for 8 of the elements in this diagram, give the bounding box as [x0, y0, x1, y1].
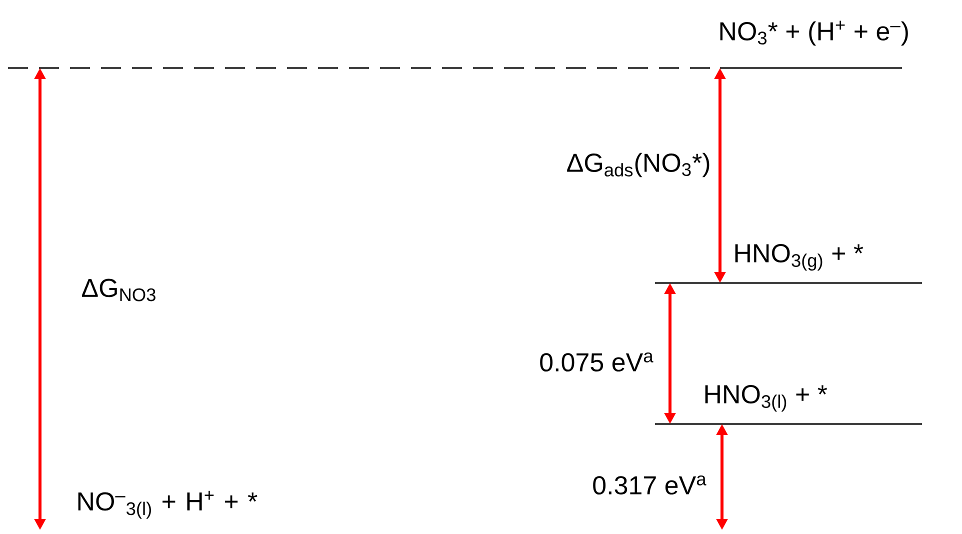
edge-label: 0.075 eV$^{a}$ — [540, 352, 654, 372]
edge-label: ΔG$_{NO3}$ — [82, 278, 156, 302]
energy-level: HNO$_{3(g)}$ + * — [655, 244, 922, 284]
edge-label: ΔG$_{ads}$(NO$_{3}$*) — [567, 152, 710, 178]
energy-level: NO$_{3}$* + (H$^{+}$ + e$^{–}$) — [8, 20, 908, 69]
energy-level: HNO$_{3(l)}$ + * — [655, 385, 922, 425]
energy-level: NO$^{–}$$_{3(l)}$ + H$^{+}$ + * — [78, 490, 258, 519]
edge-label: 0.317 eV$^{a}$ — [593, 475, 706, 495]
